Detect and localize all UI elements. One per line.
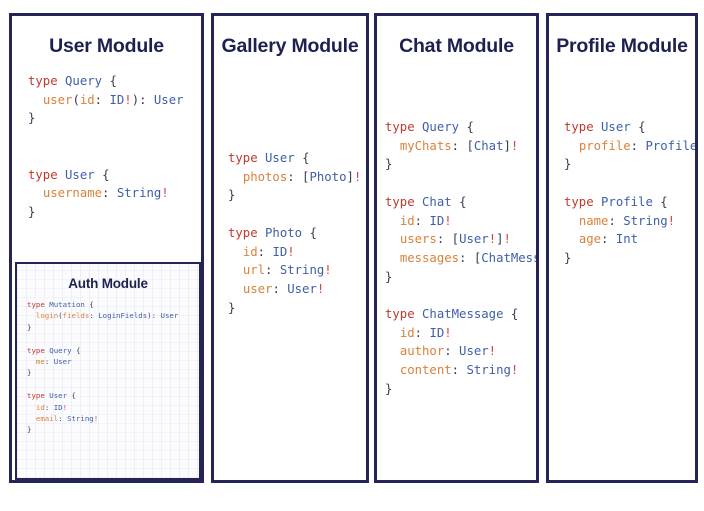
code-block-auth-module: type Mutation { login(fields: LoginField…: [27, 300, 179, 435]
panel-gallery-module[interactable]: Gallery Module type User { photos: [Phot…: [211, 13, 369, 483]
panel-title-profile-module: Profile Module: [556, 35, 688, 57]
panel-chat-module[interactable]: Chat Module type Query { myChats: [Chat]…: [374, 13, 539, 483]
code-block-user-module: type Query { user(id: ID!): User } type …: [28, 74, 184, 219]
code-block-gallery-module: type User { photos: [Photo]! } type Phot…: [228, 151, 362, 315]
code-block-profile-module: type User { profile: Profile! } type Pro…: [564, 120, 698, 265]
panel-auth-module[interactable]: Auth Module type Mutation { login(fields…: [15, 262, 201, 480]
panel-user-module[interactable]: User Module type Query { user(id: ID!): …: [9, 13, 204, 483]
panel-title-gallery-module: Gallery Module: [221, 35, 359, 57]
panel-title-user-module: User Module: [49, 35, 164, 57]
code-block-chat-module: type Query { myChats: [Chat]! } type Cha…: [385, 120, 539, 396]
panel-title-chat-module: Chat Module: [399, 35, 514, 57]
panel-title-auth-module: Auth Module: [68, 276, 148, 291]
panel-profile-module[interactable]: Profile Module type User { profile: Prof…: [546, 13, 698, 483]
